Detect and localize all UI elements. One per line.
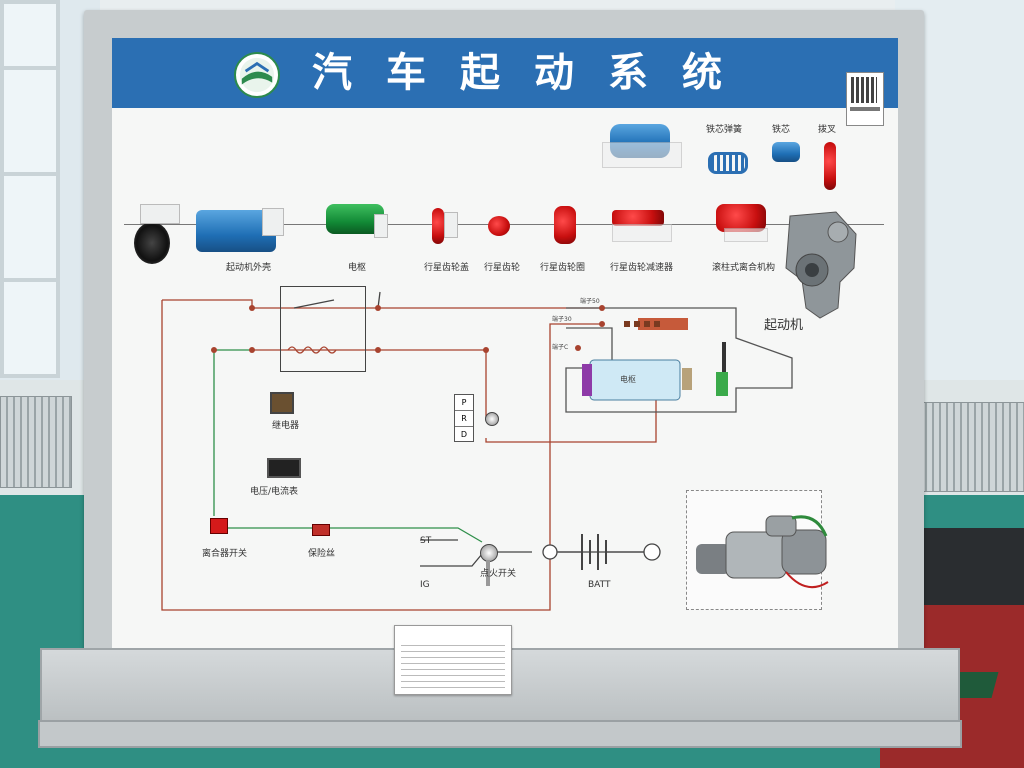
radiator-left (0, 396, 72, 488)
planet-gear-label: 行星齿轮 (484, 263, 521, 273)
gear-r: R (455, 411, 473, 427)
housing-label: 起动机外壳 (226, 263, 272, 273)
armature-bracket (374, 214, 388, 238)
terminal-30-label: 端子30 (552, 316, 572, 323)
gear-p: P (455, 395, 473, 411)
gear-d: D (460, 430, 468, 439)
fuse-component (312, 524, 330, 536)
planet-cover-label: 行星齿轮盖 (424, 263, 470, 273)
clutch-label: 滚柱式离合机构 (712, 263, 776, 273)
end-cap-part (134, 222, 170, 264)
info-card-lines (401, 640, 505, 690)
ig-label: IG (420, 580, 430, 590)
housing-bracket (262, 208, 284, 236)
fork-part (824, 142, 836, 190)
batt-label: BATT (588, 580, 611, 590)
neutral-switch-knob[interactable] (485, 412, 499, 426)
planet-cover-part (432, 208, 444, 244)
terminal-50-label: 端子50 (580, 298, 600, 305)
planet-cover-bracket (444, 212, 458, 238)
reducer-label: 行星齿轮减速器 (610, 263, 674, 273)
clutch-part (716, 204, 766, 232)
armature-core-label: 电枢 (620, 375, 636, 384)
ring-gear-part (554, 206, 576, 244)
page-title: 汽车起动系统 (312, 49, 756, 96)
info-card (394, 625, 512, 695)
shelf-lip (38, 720, 962, 748)
title-banner: 汽车起动系统 (112, 38, 898, 126)
clutch-switch-label: 离合器开关 (202, 549, 248, 559)
chair (910, 528, 1024, 608)
ignition-switch-label: 点火开关 (480, 569, 517, 579)
starter-assembly-part (785, 211, 857, 319)
window-left (0, 0, 100, 380)
relay-label: 继电器 (272, 421, 300, 431)
core-label: 铁芯 (772, 125, 791, 135)
relay-component[interactable] (270, 392, 294, 414)
armature-label: 电枢 (348, 263, 367, 273)
starter-label: 起动机 (764, 318, 804, 333)
relay-switch-box (280, 286, 366, 372)
clutch-switch[interactable] (210, 518, 228, 534)
clutch-bracket (724, 228, 768, 242)
qr-code-icon (846, 72, 884, 126)
starter-motor-part (696, 515, 829, 589)
reducer-part (612, 210, 664, 226)
fuse-label: 保险丝 (308, 549, 336, 559)
ring-gear-label: 行星齿轮圈 (540, 263, 586, 273)
gear-selector[interactable]: P R D (454, 394, 474, 442)
core-part (772, 142, 800, 162)
end-cap-bracket (140, 204, 180, 224)
terminal-c-label: 端子C (552, 344, 569, 351)
school-logo-icon (234, 52, 280, 98)
reducer-bracket (612, 224, 672, 242)
st-label: ST (420, 536, 432, 546)
info-card-header (401, 630, 505, 638)
voltmeter-component (267, 458, 301, 478)
planet-gear-part (488, 216, 510, 236)
key-blade-icon (486, 560, 490, 586)
core-spring-label: 铁芯弹簧 (706, 125, 743, 135)
meter-label: 电压/电流表 (250, 487, 299, 497)
fork-label: 拨叉 (818, 125, 837, 135)
display-board: 汽车起动系统 铁芯弹簧 铁芯 拨叉 起动机外壳 电枢 行星齿轮盖 行星齿轮 行星… (112, 38, 898, 648)
solenoid-bracket (602, 142, 682, 168)
core-spring-part (708, 152, 748, 174)
